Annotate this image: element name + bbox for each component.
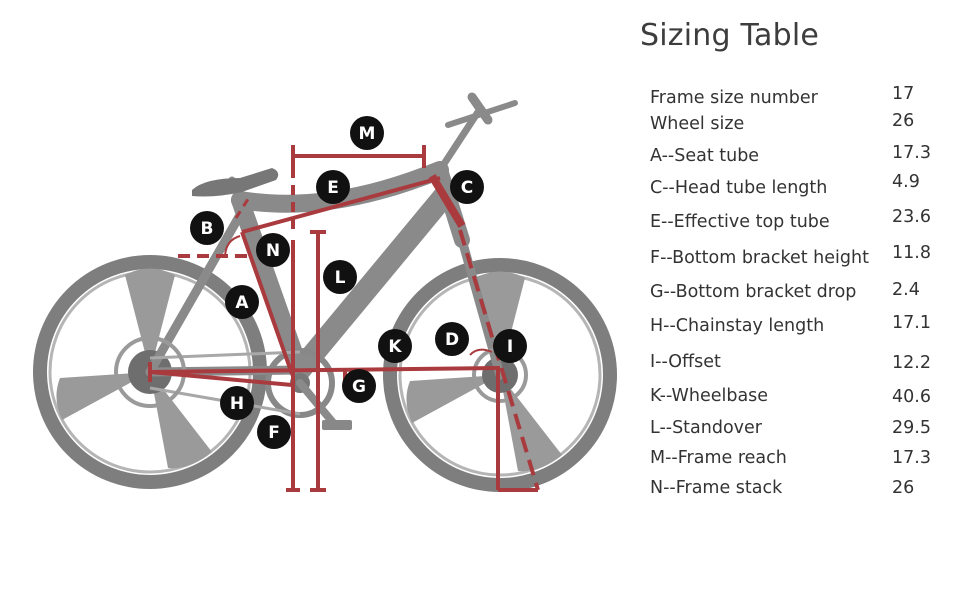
marker-n: N <box>256 233 290 267</box>
row-label: E--Effective top tube <box>650 212 830 232</box>
row-value: 11.8 <box>892 243 931 263</box>
row-value: 26 <box>892 478 915 498</box>
marker-m: M <box>350 116 384 150</box>
row-value: 23.6 <box>892 207 931 227</box>
sizing-table-row: A--Seat tube 17.3 <box>650 143 960 172</box>
marker-b: B <box>190 211 224 245</box>
marker-h: H <box>220 386 254 420</box>
sizing-table-row: E--Effective top tube 23.6 <box>650 207 960 238</box>
bike-geometry-diagram: M E C B N L A K D I G H F <box>33 92 617 492</box>
row-label: I--Offset <box>650 352 721 372</box>
sizing-table-row: I--Offset 12.2 <box>650 352 960 378</box>
marker-k: K <box>378 329 412 363</box>
sizing-table-row: L--Standover 29.5 <box>650 418 960 444</box>
row-value: 26 <box>892 111 915 131</box>
sizing-table-row: F--Bottom bracket height 11.8 <box>650 243 960 274</box>
sizing-table-row: Frame size number 17 <box>650 84 960 114</box>
marker-label: L <box>335 268 346 288</box>
row-value: 17 <box>892 84 915 104</box>
row-value: 17.1 <box>892 313 931 333</box>
row-label: G--Bottom bracket drop <box>650 282 857 302</box>
row-value: 4.9 <box>892 172 920 192</box>
row-label: N--Frame stack <box>650 478 783 498</box>
sizing-table-row: G--Bottom bracket drop 2.4 <box>650 280 960 308</box>
marker-d: D <box>435 322 469 356</box>
marker-a: A <box>225 285 259 319</box>
row-label: Wheel size <box>650 114 745 134</box>
marker-label: A <box>235 293 249 313</box>
sizing-table-row: H--Chainstay length 17.1 <box>650 313 960 342</box>
sizing-table-row: Wheel size 26 <box>650 111 960 140</box>
row-label: L--Standover <box>650 418 762 438</box>
marker-e: E <box>316 170 350 204</box>
marker-label: G <box>352 377 366 397</box>
sizing-table-row: C--Head tube length 4.9 <box>650 172 960 204</box>
row-value: 2.4 <box>892 280 920 300</box>
marker-label: H <box>230 394 244 414</box>
row-value: 17.3 <box>892 143 931 163</box>
marker-c: C <box>450 170 484 204</box>
row-label: A--Seat tube <box>650 146 760 166</box>
sizing-table-title: Sizing Table <box>640 18 820 53</box>
marker-label: I <box>507 337 513 357</box>
row-label: K--Wheelbase <box>650 386 769 406</box>
saddle <box>192 168 279 197</box>
marker-label: N <box>266 241 280 261</box>
marker-label: M <box>359 124 376 144</box>
marker-l: L <box>323 260 357 294</box>
marker-i: I <box>493 329 527 363</box>
marker-label: C <box>461 178 473 198</box>
marker-label: K <box>388 337 402 357</box>
marker-label: F <box>268 423 280 443</box>
marker-label: D <box>445 330 459 350</box>
marker-g: G <box>342 369 376 403</box>
marker-label: B <box>201 219 214 239</box>
sizing-table-row: K--Wheelbase 40.6 <box>650 386 960 412</box>
pedal <box>322 420 352 430</box>
row-value: 12.2 <box>892 353 931 373</box>
row-value: 17.3 <box>892 448 931 468</box>
row-label: C--Head tube length <box>650 178 828 198</box>
marker-label: E <box>327 178 339 198</box>
marker-f: F <box>257 415 291 449</box>
sizing-table-row: M--Frame reach 17.3 <box>650 448 960 474</box>
row-label: F--Bottom bracket height <box>650 248 869 268</box>
measurement-markers: M E C B N L A K D I G H F <box>190 116 527 449</box>
row-value: 29.5 <box>892 418 931 438</box>
measurement-lines <box>148 145 540 492</box>
row-value: 40.6 <box>892 387 931 407</box>
sizing-table-row: N--Frame stack 26 <box>650 478 960 504</box>
row-label: M--Frame reach <box>650 448 787 468</box>
row-label: H--Chainstay length <box>650 316 825 336</box>
row-label: Frame size number <box>650 88 818 108</box>
